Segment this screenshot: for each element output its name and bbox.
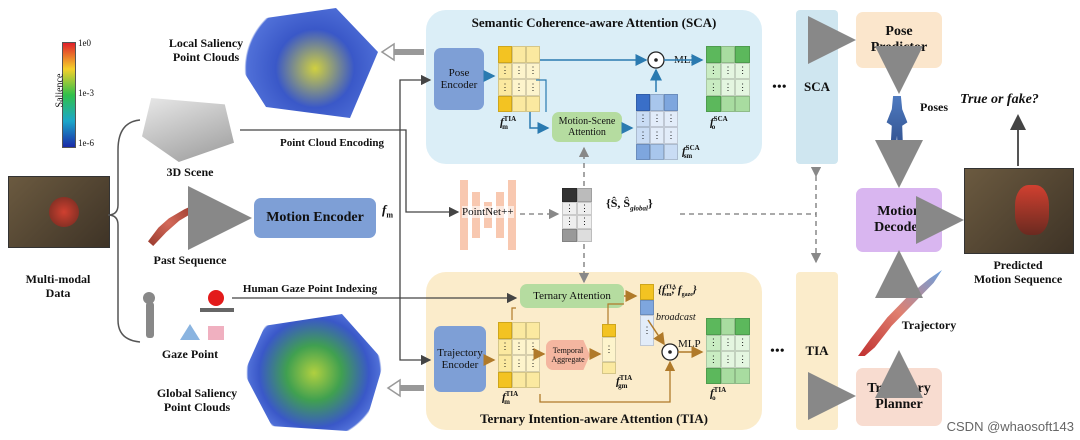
temporal-aggregate-box[interactable]: Temporal Aggregate: [546, 340, 590, 370]
true-fake-label: True or fake?: [960, 92, 1039, 107]
pc-encoding-label: Point Cloud Encoding: [280, 137, 384, 149]
global-saliency-label: Global Saliency Point Clouds: [156, 386, 238, 414]
tia-fgm-matrix: ⋮: [602, 324, 616, 374]
broadcast-label: broadcast: [656, 312, 696, 323]
pointnet-label: PointNet++: [462, 206, 514, 218]
predicted-scene-image: [964, 168, 1074, 254]
sca-ellipsis: •••: [772, 80, 787, 95]
watermark: CSDN @whaosoft143: [946, 419, 1074, 434]
tia-fm-label: fTIAm: [502, 390, 519, 406]
sca-fo-label: fSCAo: [710, 115, 728, 131]
sca-fsm-label: fSCAsm: [682, 144, 700, 160]
gaze-point-label: Gaze Point: [161, 347, 219, 361]
pose-encoder-box[interactable]: Pose Encoder: [434, 48, 484, 110]
sca-title: Semantic Coherence-aware Attention (SCA): [471, 15, 717, 30]
pointnet-output-label: {Ŝ, Ŝglobal}: [606, 196, 653, 213]
sca-fsm-matrix: ⋮⋮⋮ ⋮⋮⋮: [636, 94, 678, 160]
tia-ellipsis: •••: [770, 344, 785, 359]
motion-scene-attention-box[interactable]: Motion-Scene Attention: [552, 112, 622, 142]
poses-label: Poses: [920, 100, 948, 114]
tia-fgm-label: fTIAgm: [616, 374, 633, 390]
local-saliency-label: Local Saliency Point Clouds: [168, 36, 244, 64]
sca-fo-matrix: ⋮⋮⋮ ⋮⋮⋮: [706, 46, 750, 112]
trajectory-encoder-box[interactable]: Trajectory Encoder: [434, 326, 486, 392]
tia-fo-matrix: ⋮⋮⋮ ⋮⋮⋮: [706, 318, 750, 384]
past-sequence-label: Past Sequence: [153, 253, 227, 267]
gaze-indexing-label: Human Gaze Point Indexing: [242, 283, 378, 295]
colorbar-mid-label: 1e-3: [78, 88, 94, 98]
predicted-motion-label: Predicted Motion Sequence: [973, 258, 1063, 286]
salience-colorbar: [62, 42, 76, 148]
tia-fo-label: fTIAo: [710, 386, 727, 402]
trajectory-label: Trajectory: [901, 318, 957, 332]
gaze-figure-image: [140, 290, 240, 342]
colorbar-bottom-label: 1e-6: [78, 138, 94, 148]
tia-set-label: {fTIAsm; fgaze}: [658, 284, 697, 299]
tia-title: Ternary Intention-aware Attention (TIA): [480, 411, 708, 426]
sca-fm-matrix: ⋮⋮⋮ ⋮⋮⋮: [498, 46, 540, 112]
ternary-attention-box[interactable]: Ternary Attention: [520, 284, 624, 308]
motion-encoder-box[interactable]: Motion Encoder: [254, 198, 376, 238]
scene-3d-label: 3D Scene: [166, 165, 214, 179]
multimodal-scene-image: [8, 176, 110, 248]
sca-fm-label: fTIAm: [500, 115, 517, 131]
scene-feature-matrix: ⋮⋮ ⋮⋮: [562, 188, 592, 242]
colorbar-top-label: 1e0: [78, 38, 91, 48]
motion-encoder-output-label: fm: [382, 202, 394, 220]
multimodal-data-label: Multi-modal Data: [25, 272, 91, 300]
